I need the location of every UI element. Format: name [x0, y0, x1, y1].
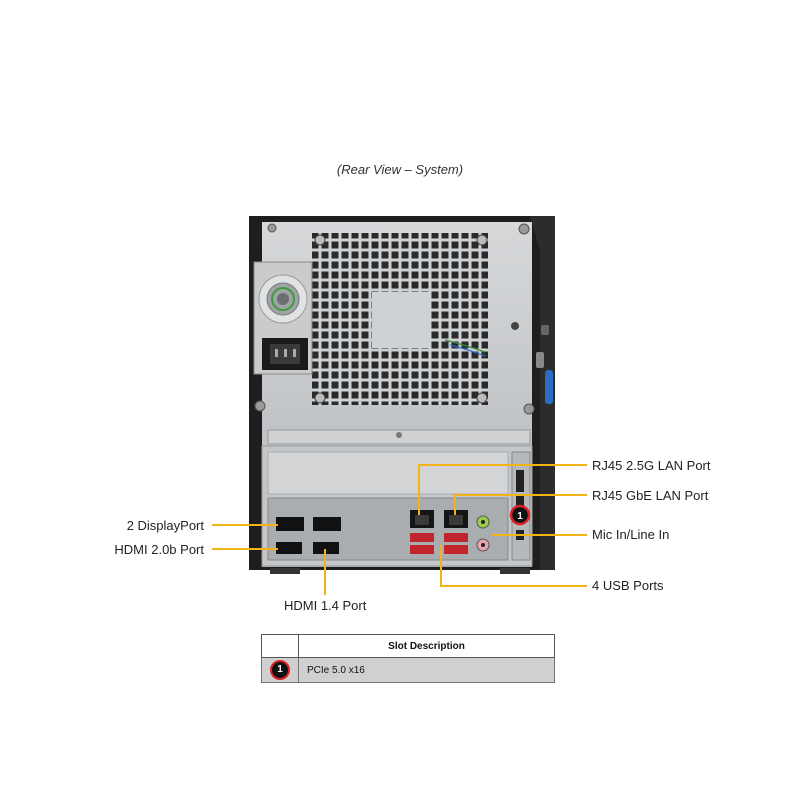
- callout-lines: [212, 464, 587, 595]
- slot-number-cell: 1: [261, 657, 299, 683]
- label-usb-ports: 4 USB Ports: [592, 578, 664, 593]
- io-area: [261, 429, 533, 574]
- label-mic-line-in: Mic In/Line In: [592, 527, 670, 542]
- blue-latch[interactable]: [545, 370, 553, 404]
- slot-number-header: [261, 634, 299, 658]
- label-rj45-gbe: RJ45 GbE LAN Port: [592, 488, 709, 503]
- label-hdmi-1-4: HDMI 1.4 Port: [284, 598, 367, 613]
- audio-jacks: [476, 515, 490, 552]
- label-hdmi-2-0b: HDMI 2.0b Port: [114, 542, 204, 557]
- slot-description-header: Slot Description: [298, 634, 555, 658]
- hdmi-ports: [276, 542, 339, 554]
- rj45-ports: [410, 510, 468, 528]
- label-rj45-2-5g: RJ45 2.5G LAN Port: [592, 458, 711, 473]
- slot-marker-1: 1: [509, 504, 531, 526]
- slot-description-cell: PCIe 5.0 x16: [298, 657, 555, 683]
- view-caption: (Rear View – System): [336, 162, 464, 177]
- kensington-lock-icon: [541, 325, 549, 335]
- slot-description-table: Slot Description 1 PCIe 5.0 x16: [261, 634, 555, 683]
- slot-badge: 1: [270, 660, 290, 680]
- usb-ports: [410, 533, 468, 554]
- displayport-ports: [276, 517, 341, 531]
- label-displayport: 2 DisplayPort: [126, 518, 204, 533]
- table-row: 1 PCIe 5.0 x16: [261, 657, 555, 683]
- fan-grill: [312, 233, 488, 405]
- power-supply: [253, 261, 313, 375]
- slot-marker-label: 1: [517, 511, 523, 522]
